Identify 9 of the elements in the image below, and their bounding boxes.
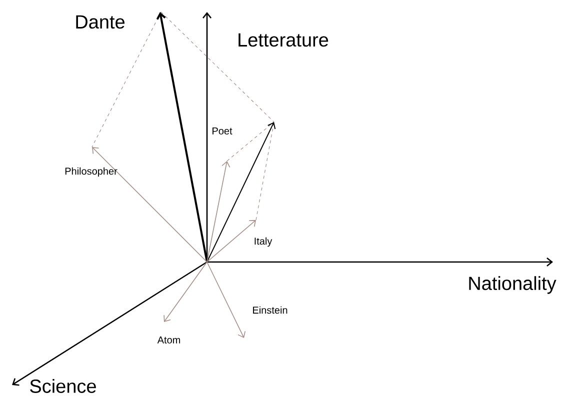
vector-label: Italy: [254, 237, 272, 247]
vector-label: Atom: [157, 336, 180, 344]
axis-label: Science: [30, 379, 96, 393]
vector-label: Philosopher: [65, 167, 118, 177]
axis-label: Letterature: [238, 33, 328, 47]
axis-label: Dante: [76, 15, 124, 29]
vector-label: Poet: [212, 128, 232, 134]
axis-label: Nationality: [469, 276, 556, 294]
vector-label: Einstein: [253, 306, 288, 314]
